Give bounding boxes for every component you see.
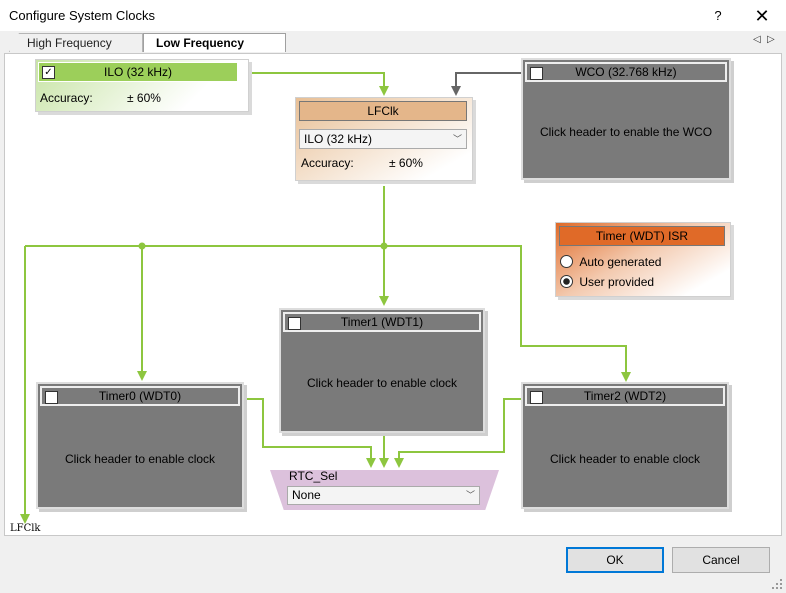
ilo-clock-box: ✓ ILO (32 kHz) Accuracy: ± 60% xyxy=(35,59,249,112)
radio-user-provided[interactable]: User provided xyxy=(560,274,654,289)
rtc-sel-value: None xyxy=(292,488,321,502)
help-button[interactable]: ? xyxy=(714,8,722,23)
timer1-box: Timer1 (WDT1) Click header to enable clo… xyxy=(279,308,485,433)
ilo-to-lfclk-connector xyxy=(247,72,389,96)
timer1-header[interactable]: Timer1 (WDT1) xyxy=(283,312,481,332)
timer0-box: Timer0 (WDT0) Click header to enable clo… xyxy=(36,382,244,509)
ok-button[interactable]: OK xyxy=(566,547,664,573)
wco-clock-box: WCO (32.768 kHz) Click header to enable … xyxy=(521,58,731,180)
radio-auto-generated[interactable]: Auto generated xyxy=(560,254,661,269)
timer2-to-rtc-connector xyxy=(394,398,521,468)
resize-grip-icon[interactable] xyxy=(772,579,784,591)
radio-auto-generated-label: Auto generated xyxy=(579,254,662,269)
wco-to-lfclk-connector xyxy=(451,72,523,96)
rtc-sel-label: RTC_Sel xyxy=(289,469,338,483)
timer-isr-box: Timer (WDT) ISR Auto generated User prov… xyxy=(555,222,731,297)
ilo-enable-checkbox[interactable]: ✓ xyxy=(42,66,55,79)
lfclk-accuracy-label: Accuracy: xyxy=(301,156,354,170)
lfclk-output-label: LFClk xyxy=(10,523,41,534)
wco-enable-checkbox[interactable] xyxy=(530,67,543,80)
timer0-header-label: Timer0 (WDT0) xyxy=(98,389,182,403)
connector-lines xyxy=(20,72,631,524)
timer0-enable-checkbox[interactable] xyxy=(45,391,58,404)
ilo-accuracy-label: Accuracy: xyxy=(40,91,93,105)
timer1-hint-text: Click header to enable clock xyxy=(306,376,458,390)
lfclk-box: LFClk ILO (32 kHz) ﹀ Accuracy: ± 60% xyxy=(295,97,473,181)
radio-icon[interactable] xyxy=(560,255,573,269)
ilo-header-label: ILO (32 kHz) xyxy=(103,65,172,79)
lfclk-to-timer2-connector xyxy=(25,245,631,382)
tab-scroll-left-icon[interactable]: ◁ xyxy=(753,34,761,45)
wco-header-label: WCO (32.768 kHz) xyxy=(575,65,677,79)
timer0-to-rtc-connector xyxy=(247,398,376,468)
timer2-header-label: Timer2 (WDT2) xyxy=(583,389,667,403)
lfclk-source-select[interactable]: ILO (32 kHz) ﹀ xyxy=(299,129,467,149)
title-bar xyxy=(0,0,786,31)
ilo-accuracy-value: ± 60% xyxy=(127,91,161,105)
timer0-header[interactable]: Timer0 (WDT0) xyxy=(40,386,240,406)
chevron-down-icon: ﹀ xyxy=(452,134,462,144)
wco-hint-text: Click header to enable the WCO xyxy=(539,125,713,139)
lfclk-header: LFClk xyxy=(299,101,467,121)
cancel-button[interactable]: Cancel xyxy=(672,547,770,573)
lfclk-accuracy-value: ± 60% xyxy=(389,156,423,170)
timer1-header-label: Timer1 (WDT1) xyxy=(340,315,424,329)
timer1-enable-checkbox[interactable] xyxy=(288,317,301,330)
window-title: Configure System Clocks xyxy=(9,8,155,23)
timer2-enable-checkbox[interactable] xyxy=(530,391,543,404)
timer2-header[interactable]: Timer2 (WDT2) xyxy=(525,386,725,406)
wco-header[interactable]: WCO (32.768 kHz) xyxy=(525,62,727,82)
tab-high-frequency-clocks[interactable]: High Frequency Clocks xyxy=(9,33,143,52)
diagram-canvas: ✓ ILO (32 kHz) Accuracy: ± 60% LFClk ILO… xyxy=(4,53,782,536)
ilo-header[interactable]: ✓ ILO (32 kHz) xyxy=(38,62,238,82)
tab-scroll-right-icon[interactable]: ▷ xyxy=(767,34,775,45)
chevron-down-icon: ﹀ xyxy=(465,490,475,500)
junction-dot xyxy=(380,242,388,250)
rtc-sel-select[interactable]: None ﹀ xyxy=(287,486,480,505)
tab-low-frequency-clocks[interactable]: Low Frequency Clocks xyxy=(143,33,286,69)
close-button[interactable]: ✕ xyxy=(754,6,770,26)
radio-selected-icon[interactable] xyxy=(560,275,573,289)
radio-user-provided-label: User provided xyxy=(579,274,655,289)
timer-isr-header: Timer (WDT) ISR xyxy=(559,226,725,246)
lfclk-source-value: ILO (32 kHz) xyxy=(304,132,373,146)
junction-dot xyxy=(138,242,146,250)
timer0-hint-text: Click header to enable clock xyxy=(64,452,216,466)
timer2-hint-text: Click header to enable clock xyxy=(549,452,701,466)
timer2-box: Timer2 (WDT2) Click header to enable clo… xyxy=(521,382,729,509)
